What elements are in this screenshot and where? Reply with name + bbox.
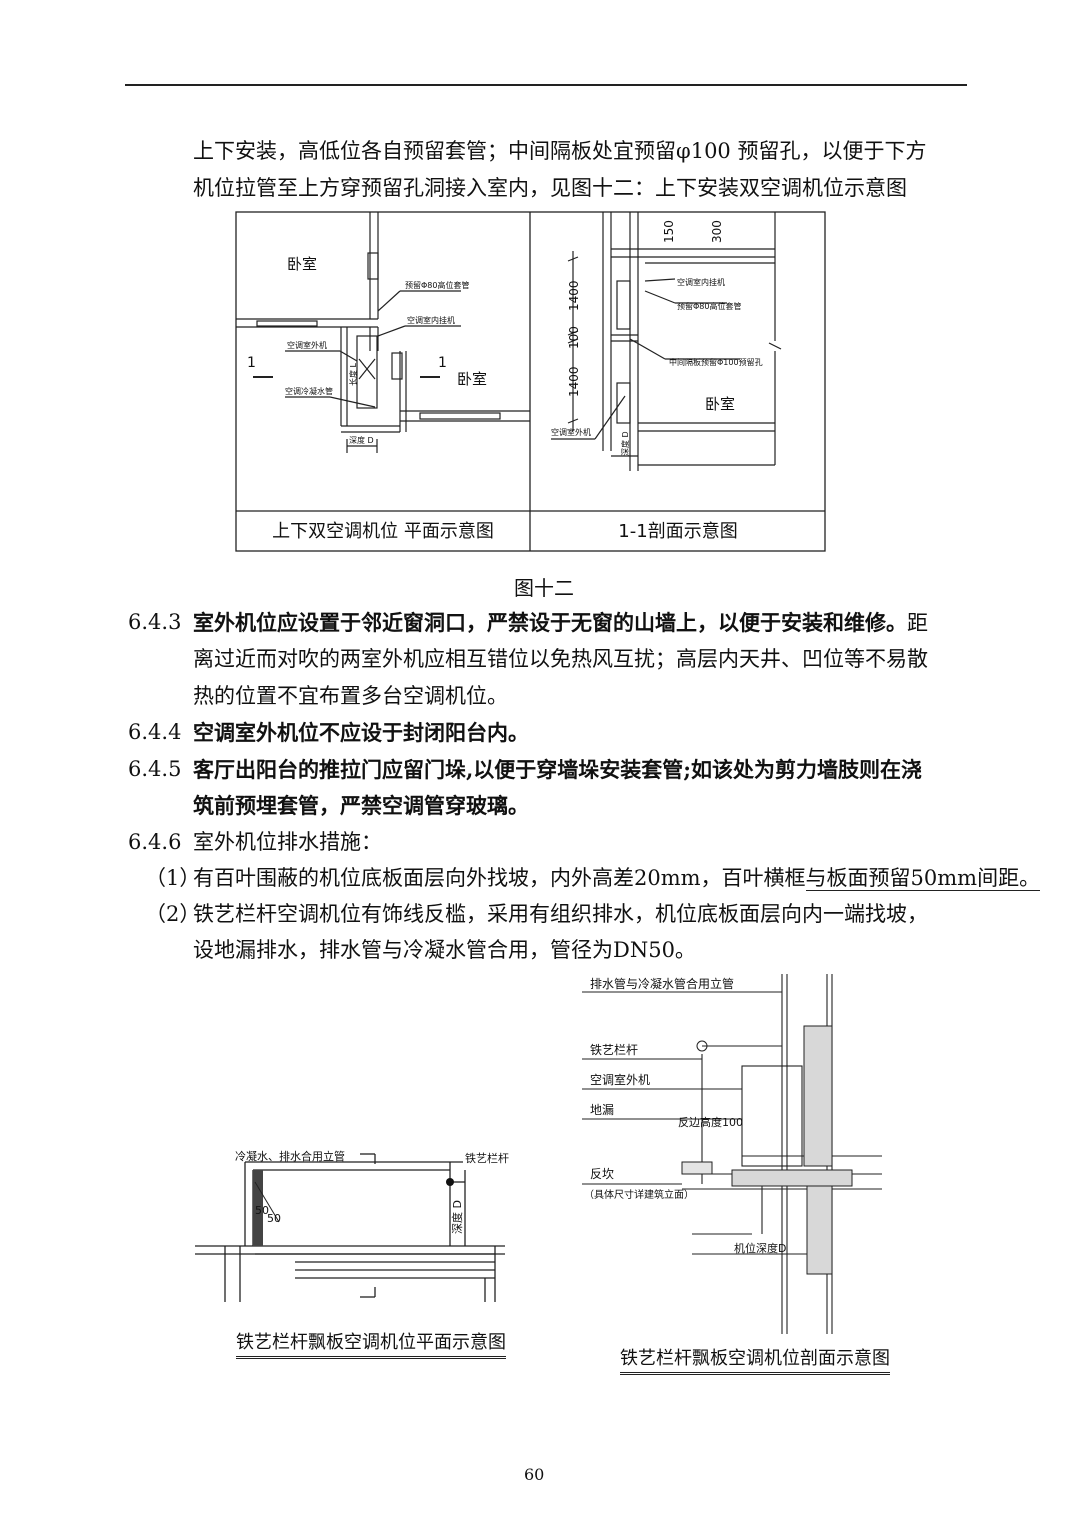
section-label-depth: 深度 D [620, 431, 630, 456]
clause-6-4-4-text: 空调室外机位不应设于封闭阳台内。 [193, 720, 529, 745]
section-dim-1400-bottom: 1400 [567, 366, 581, 397]
railing-section-label-rail: 铁艺栏杆 [590, 1042, 638, 1057]
item-2-line-1: 铁艺栏杆空调机位有饰线反槛，采用有组织排水，机位底板面层向内一端找坡， [193, 902, 928, 926]
plan-caption: 上下双空调机位 平面示意图 [272, 521, 494, 542]
section-dim-top-1: 150 [662, 220, 676, 243]
item-1-underlined: 与板面预留50mm间距。 [805, 866, 1041, 891]
railing-section-label-depth: 机位深度D [734, 1241, 786, 1255]
clause-6-4-6-text: 室外机位排水措施： [193, 830, 382, 854]
railing-plan-dim-a: 50 [255, 1204, 269, 1217]
plan-label-depth: 深度 D [349, 435, 374, 445]
item-2-line-2: 设地漏排水，排水管与冷凝水管合用，管径为DN50。 [193, 938, 696, 962]
clause-6-4-3-line-1: 室外机位应设置于邻近窗洞口，严禁设于无窗的山墙上，以便于安装和维修。距 [193, 604, 928, 642]
section-view-drawing [551, 212, 782, 471]
intro-line-2: 机位拉管至上方穿预留孔洞接入室内，见图十二：上下安装双空调机位示意图 [193, 176, 907, 200]
section-caption: 1-1剖面示意图 [618, 521, 737, 542]
section-label-hole: 中间隔板预留Φ100预留孔 [669, 357, 763, 367]
railing-plan-dim-b: 50 [267, 1212, 281, 1225]
clause-6-4-5-num: 6.4.5 [128, 757, 182, 781]
railing-section-label-outdoor: 空调室外机 [590, 1072, 650, 1087]
railing-plan-label-pipe: 冷凝水、排水合用立管 [235, 1149, 345, 1163]
plan-section-mark-left: 1 [247, 355, 256, 371]
clause-6-4-3-line-2: 离过近而对吹的两室外机应相互错位以免热风互扰；高层内天井、凹位等不易散 [193, 647, 928, 671]
section-dim-100: 100 [567, 326, 581, 349]
clause-6-4-3-bold: 室外机位应设置于邻近窗洞口，严禁设于无窗的山墙上，以便于安装和维修。 [193, 610, 907, 635]
item-2-num: （2） [145, 902, 201, 926]
item-1-num: （1） [145, 866, 201, 890]
section-label-sleeve: 预留Φ80高位套管 [677, 301, 741, 311]
clause-6-4-3-tail: 距 [907, 611, 928, 635]
item-1-body: 有百叶围蔽的机位底板面层向外找坡，内外高差20mm，百叶横框 [193, 866, 806, 890]
section-label-outdoor: 空调室外机 [551, 427, 591, 437]
clause-6-4-6-num: 6.4.6 [128, 830, 182, 854]
clause-6-4-4-num: 6.4.4 [128, 720, 182, 744]
clause-6-4-3-line-3: 热的位置不宜布置多台空调机位。 [193, 684, 508, 708]
railing-section-label-sill: 反坎 [590, 1167, 614, 1181]
railing-plan-drawing: 冷凝水、排水合用立管 铁艺栏杆 深度 D 50 50 [195, 1149, 509, 1302]
header-rule [125, 84, 967, 86]
clause-6-4-5-line-1: 客厅出阳台的推拉门应留门垛,以便于穿墙垛安装套管;如该处为剪力墙肢则在浇 [193, 757, 923, 782]
railing-plan-label-depth: 深度 D [450, 1200, 464, 1234]
plan-room-right: 卧室 [457, 370, 487, 388]
plan-label-sleeve: 预留Φ80高位套管 [405, 280, 469, 290]
railing-section-label-sill-note: （具体尺寸详建筑立面） [584, 1188, 694, 1201]
railing-plan-label-rail: 铁艺栏杆 [465, 1151, 509, 1165]
section-dim-top-2: 300 [710, 220, 724, 243]
plan-section-mark-right: 1 [438, 355, 447, 371]
section-label-indoor: 空调室内挂机 [677, 277, 725, 287]
railing-section-caption: 铁艺栏杆飘板空调机位剖面示意图 [620, 1344, 890, 1375]
plan-label-outdoor: 空调室外机 [287, 340, 327, 350]
figure-12-title: 图十二 [514, 576, 574, 600]
plan-label-length: 长度 L [348, 362, 358, 386]
intro-line-1: 上下安装，高低位各自预留套管；中间隔板处宜预留φ100 预留孔，以便于下方 [193, 139, 927, 163]
railing-section-label-sill-height: 反边高度100 [678, 1115, 743, 1129]
section-dim-1400-top: 1400 [567, 280, 581, 311]
plan-label-drain: 空调冷凝水管 [285, 386, 333, 396]
page-number: 60 [524, 1465, 545, 1484]
item-1-text: 有百叶围蔽的机位底板面层向外找坡，内外高差20mm，百叶横框与板面预留50mm间… [193, 860, 1041, 897]
railing-section-drawing: 排水管与冷凝水管合用立管 铁艺栏杆 空调室外机 地漏 反边高度100 反坎 （具… [582, 974, 882, 1334]
clause-6-4-5-line-2: 筑前预埋套管，严禁空调管穿玻璃。 [193, 793, 529, 818]
figure-12-diagram: 卧室 卧室 1 1 预留Φ80高位套管 空调室内挂机 空调室外机 空调冷凝水管 … [235, 211, 826, 552]
plan-label-indoor: 空调室内挂机 [407, 315, 455, 325]
plan-room-top: 卧室 [287, 255, 317, 273]
clause-6-4-3-num: 6.4.3 [128, 610, 182, 634]
railing-section-label-drain: 地漏 [590, 1103, 614, 1117]
section-room: 卧室 [705, 395, 735, 413]
plan-view-drawing [236, 212, 530, 453]
railing-section-label-pipe: 排水管与冷凝水管合用立管 [590, 976, 734, 991]
railing-plan-caption: 铁艺栏杆飘板空调机位平面示意图 [236, 1328, 506, 1359]
